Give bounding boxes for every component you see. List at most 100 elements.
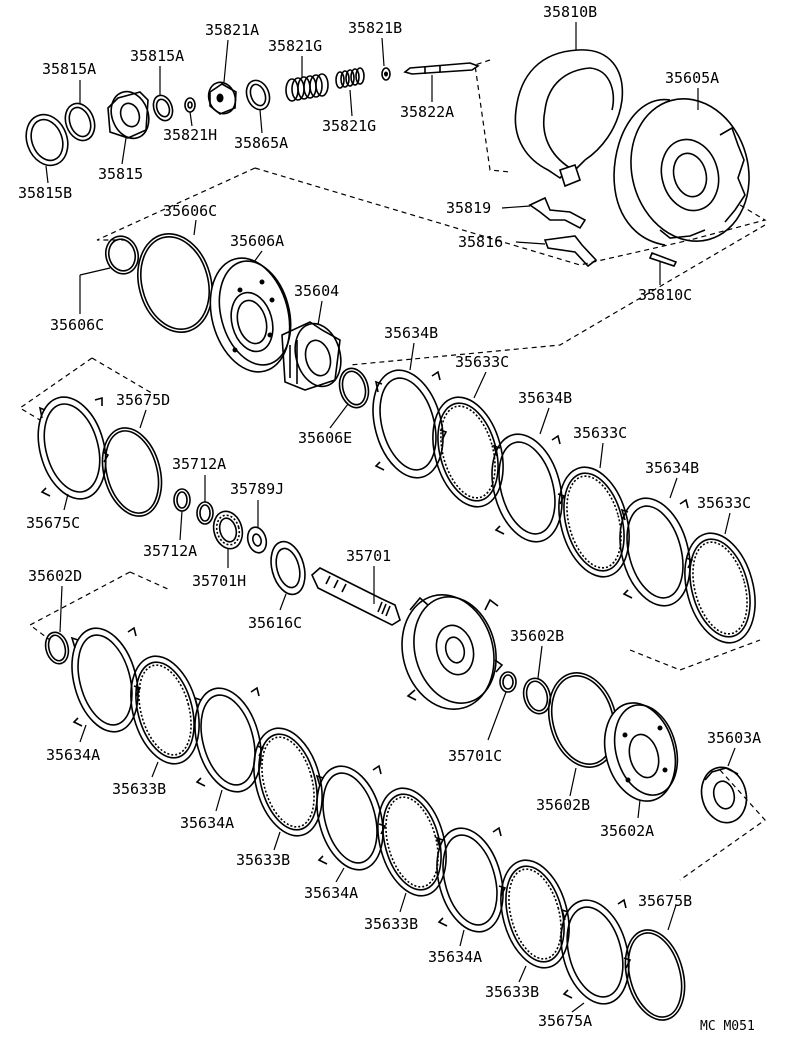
spring-35821G-outer bbox=[285, 73, 329, 102]
washer-35821B bbox=[381, 67, 391, 81]
label-35602B-bottom: 35602B bbox=[536, 796, 590, 814]
label-35815A-left: 35815A bbox=[42, 60, 96, 78]
label-35603A: 35603A bbox=[707, 729, 761, 747]
clutch-plate-35634B-3 bbox=[619, 497, 694, 607]
label-35675D: 35675D bbox=[116, 391, 170, 409]
footer-code: MC M051 bbox=[700, 1019, 755, 1034]
label-35675A: 35675A bbox=[538, 1012, 592, 1030]
label-35633B-2: 35633B bbox=[236, 851, 290, 869]
snap-ring-35675D bbox=[101, 427, 163, 517]
spring-35821G-inner bbox=[335, 67, 365, 89]
pin-35810C bbox=[648, 251, 678, 267]
label-35701: 35701 bbox=[346, 547, 391, 565]
label-35821H: 35821H bbox=[163, 126, 217, 144]
label-35819: 35819 bbox=[446, 199, 491, 217]
label-35634B-2: 35634B bbox=[518, 389, 572, 407]
label-35701H: 35701H bbox=[192, 572, 246, 590]
label-35604: 35604 bbox=[294, 282, 339, 300]
friction-disc-35633C-1 bbox=[432, 396, 504, 508]
spring-cage-35604 bbox=[281, 321, 342, 391]
label-35821B: 35821B bbox=[348, 19, 402, 37]
label-35633C-1: 35633C bbox=[455, 353, 509, 371]
label-35606C-left: 35606C bbox=[50, 316, 104, 334]
clutch-plate-35634A-4 bbox=[435, 826, 507, 933]
label-35602A: 35602A bbox=[600, 822, 654, 840]
label-35701C: 35701C bbox=[448, 747, 502, 765]
leader-lines bbox=[45, 22, 736, 1013]
ring-35865A bbox=[245, 79, 271, 111]
strut-35816 bbox=[543, 235, 598, 268]
label-35816: 35816 bbox=[458, 233, 503, 251]
snap-ring-35606C-small bbox=[104, 235, 140, 275]
label-35634B-1: 35634B bbox=[384, 324, 438, 342]
seal-ring-35701C bbox=[499, 671, 517, 693]
label-35606E: 35606E bbox=[298, 429, 352, 447]
label-35821G-bottom: 35821G bbox=[322, 117, 376, 135]
shaft-hub-35701 bbox=[311, 567, 504, 711]
label-35605A: 35605A bbox=[665, 69, 719, 87]
label-35712A-top: 35712A bbox=[172, 455, 226, 473]
friction-disc-35633B-2 bbox=[253, 727, 323, 837]
label-35633C-3: 35633C bbox=[697, 494, 751, 512]
label-35810C: 35810C bbox=[638, 286, 692, 304]
label-35675B: 35675B bbox=[638, 892, 692, 910]
label-35821A: 35821A bbox=[205, 21, 259, 39]
snap-ring-35815B bbox=[25, 113, 69, 167]
piston-35602A bbox=[603, 702, 679, 802]
friction-disc-35633B-4 bbox=[500, 859, 570, 969]
friction-disc-35633C-3 bbox=[684, 532, 756, 644]
ring-35712A-a bbox=[173, 488, 191, 512]
label-35634A-4: 35634A bbox=[428, 948, 482, 966]
label-35633B-3: 35633B bbox=[364, 915, 418, 933]
friction-disc-35633B-3 bbox=[377, 787, 447, 897]
label-35633B-1: 35633B bbox=[112, 780, 166, 798]
o-ring-35815A-right bbox=[152, 94, 174, 122]
label-35634A-2: 35634A bbox=[180, 814, 234, 832]
strut-35819 bbox=[528, 196, 587, 230]
snap-ring-35602D bbox=[44, 631, 70, 665]
o-ring-35606C-large bbox=[137, 233, 213, 333]
label-35602B-top: 35602B bbox=[510, 627, 564, 645]
label-35810B: 35810B bbox=[543, 3, 597, 21]
o-ring-35602B-small bbox=[522, 677, 552, 715]
label-35606C-top: 35606C bbox=[163, 202, 217, 220]
flange-35675A bbox=[560, 898, 632, 1005]
spring-retainer-35603A bbox=[700, 766, 748, 824]
piston-35815 bbox=[107, 90, 150, 140]
retainer-35821A bbox=[207, 81, 237, 115]
label-35634A-1: 35634A bbox=[46, 746, 100, 764]
label-35712A-bottom: 35712A bbox=[143, 542, 197, 560]
clutch-plate-35634B-2 bbox=[491, 433, 566, 543]
flange-35675C bbox=[37, 396, 110, 500]
drum-35605A bbox=[613, 98, 750, 246]
pin-35822A bbox=[403, 62, 480, 75]
label-35821G-top: 35821G bbox=[268, 37, 322, 55]
label-35815: 35815 bbox=[98, 165, 143, 183]
label-35822A: 35822A bbox=[400, 103, 454, 121]
label-35675C: 35675C bbox=[26, 514, 80, 532]
piston-35606A bbox=[209, 257, 292, 373]
bearing-35701H bbox=[212, 510, 244, 550]
friction-disc-35633C-2 bbox=[558, 466, 630, 578]
ring-35712A-b bbox=[196, 501, 214, 525]
clutch-plate-35634B-1 bbox=[372, 369, 448, 479]
label-35633C-2: 35633C bbox=[573, 424, 627, 442]
label-35634A-3: 35634A bbox=[304, 884, 358, 902]
label-35634B-3: 35634B bbox=[645, 459, 699, 477]
label-35616C: 35616C bbox=[248, 614, 302, 632]
label-35633B-4: 35633B bbox=[485, 983, 539, 1001]
race-35616C bbox=[270, 540, 306, 596]
clutch-plate-35634A-2 bbox=[193, 686, 265, 793]
washer-35789J bbox=[246, 526, 268, 554]
label-35606A: 35606A bbox=[230, 232, 284, 250]
part-labels: 35815A 35815A 35821A 35821G 35821B 35810… bbox=[18, 3, 761, 1034]
group-outlines bbox=[18, 59, 767, 881]
brake-band-35810B bbox=[514, 49, 624, 188]
label-35865A: 35865A bbox=[234, 134, 288, 152]
label-35602D: 35602D bbox=[28, 567, 82, 585]
o-ring-35815A-left bbox=[64, 102, 96, 142]
label-35815B: 35815B bbox=[18, 184, 72, 202]
e-ring-35821H bbox=[184, 97, 196, 113]
